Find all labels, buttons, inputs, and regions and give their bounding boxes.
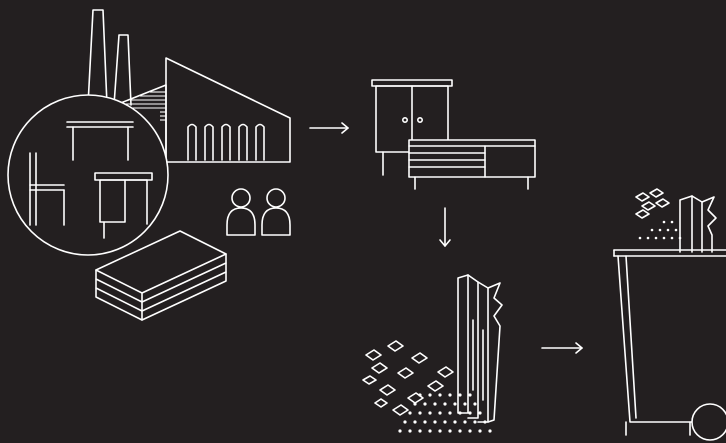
arrow-right-icon: [310, 123, 348, 133]
factory-icon: [8, 10, 290, 255]
arrow-right-icon: [542, 343, 582, 353]
furniture-icon: [372, 80, 535, 189]
broken-furniture-icon: [363, 275, 502, 433]
waste-bin-icon: [614, 189, 726, 440]
workers-icon: [227, 189, 290, 235]
arrow-down-icon: [440, 208, 450, 246]
